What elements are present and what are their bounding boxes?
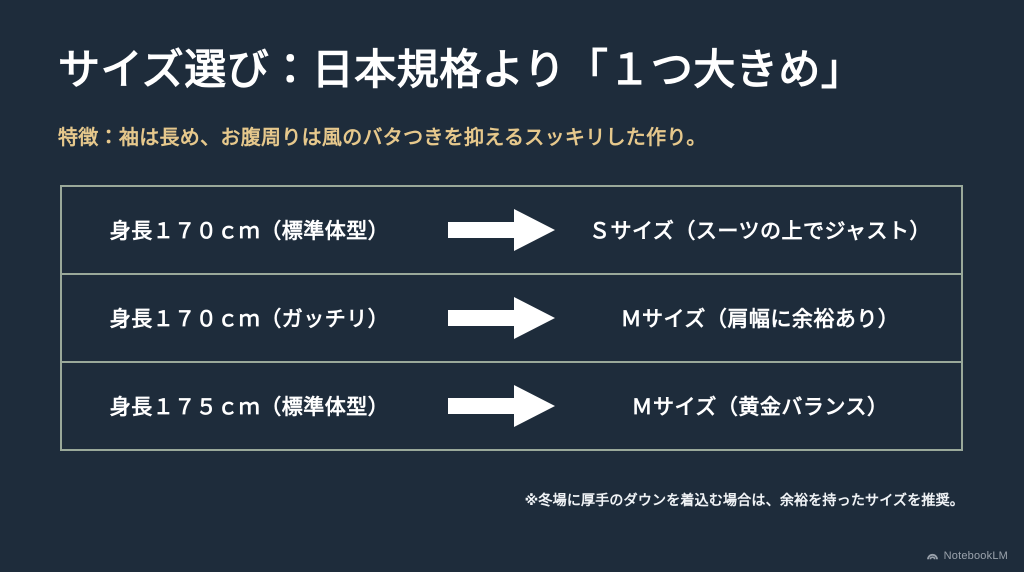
row-condition: 身長１７５ｃｍ（標準体型） bbox=[109, 396, 390, 419]
row-recommendation: Ｓサイズ（スーツの上でジャスト） bbox=[589, 220, 931, 243]
right-arrow-icon bbox=[448, 208, 556, 252]
size-guide-table: 身長１７０ｃｍ（標準体型） Ｓサイズ（スーツの上でジャスト） 身長１７０ｃｍ（ガ… bbox=[60, 185, 963, 451]
watermark-label: NotebookLM bbox=[943, 549, 1008, 562]
row-arrow-cell bbox=[437, 384, 567, 428]
page-subtitle: 特徴：袖は長め、お腹周りは風のバタつきを抑えるスッキリした作り。 bbox=[58, 127, 707, 149]
watermark: NotebookLM bbox=[926, 549, 1008, 562]
right-arrow-icon bbox=[448, 296, 556, 340]
table-row: 身長１７５ｃｍ（標準体型） Ｍサイズ（黄金バランス） bbox=[62, 361, 961, 449]
row-arrow-cell bbox=[437, 208, 567, 252]
row-condition: 身長１７０ｃｍ（標準体型） bbox=[109, 220, 390, 243]
right-arrow-icon bbox=[448, 384, 556, 428]
notebooklm-logo-icon bbox=[926, 549, 939, 562]
row-arrow-cell bbox=[437, 296, 567, 340]
row-recommendation: Ｍサイズ（肩幅に余裕あり） bbox=[620, 308, 900, 331]
table-row: 身長１７０ｃｍ（標準体型） Ｓサイズ（スーツの上でジャスト） bbox=[62, 187, 961, 273]
footnote-text: ※冬場に厚手のダウンを着込む場合は、余裕を持ったサイズを推奨。 bbox=[524, 492, 964, 508]
table-row: 身長１７０ｃｍ（ガッチリ） Ｍサイズ（肩幅に余裕あり） bbox=[62, 273, 961, 361]
row-condition: 身長１７０ｃｍ（ガッチリ） bbox=[109, 308, 390, 331]
page-title: サイズ選び：日本規格より「１つ大きめ」 bbox=[58, 46, 864, 93]
row-recommendation: Ｍサイズ（黄金バランス） bbox=[631, 396, 889, 419]
